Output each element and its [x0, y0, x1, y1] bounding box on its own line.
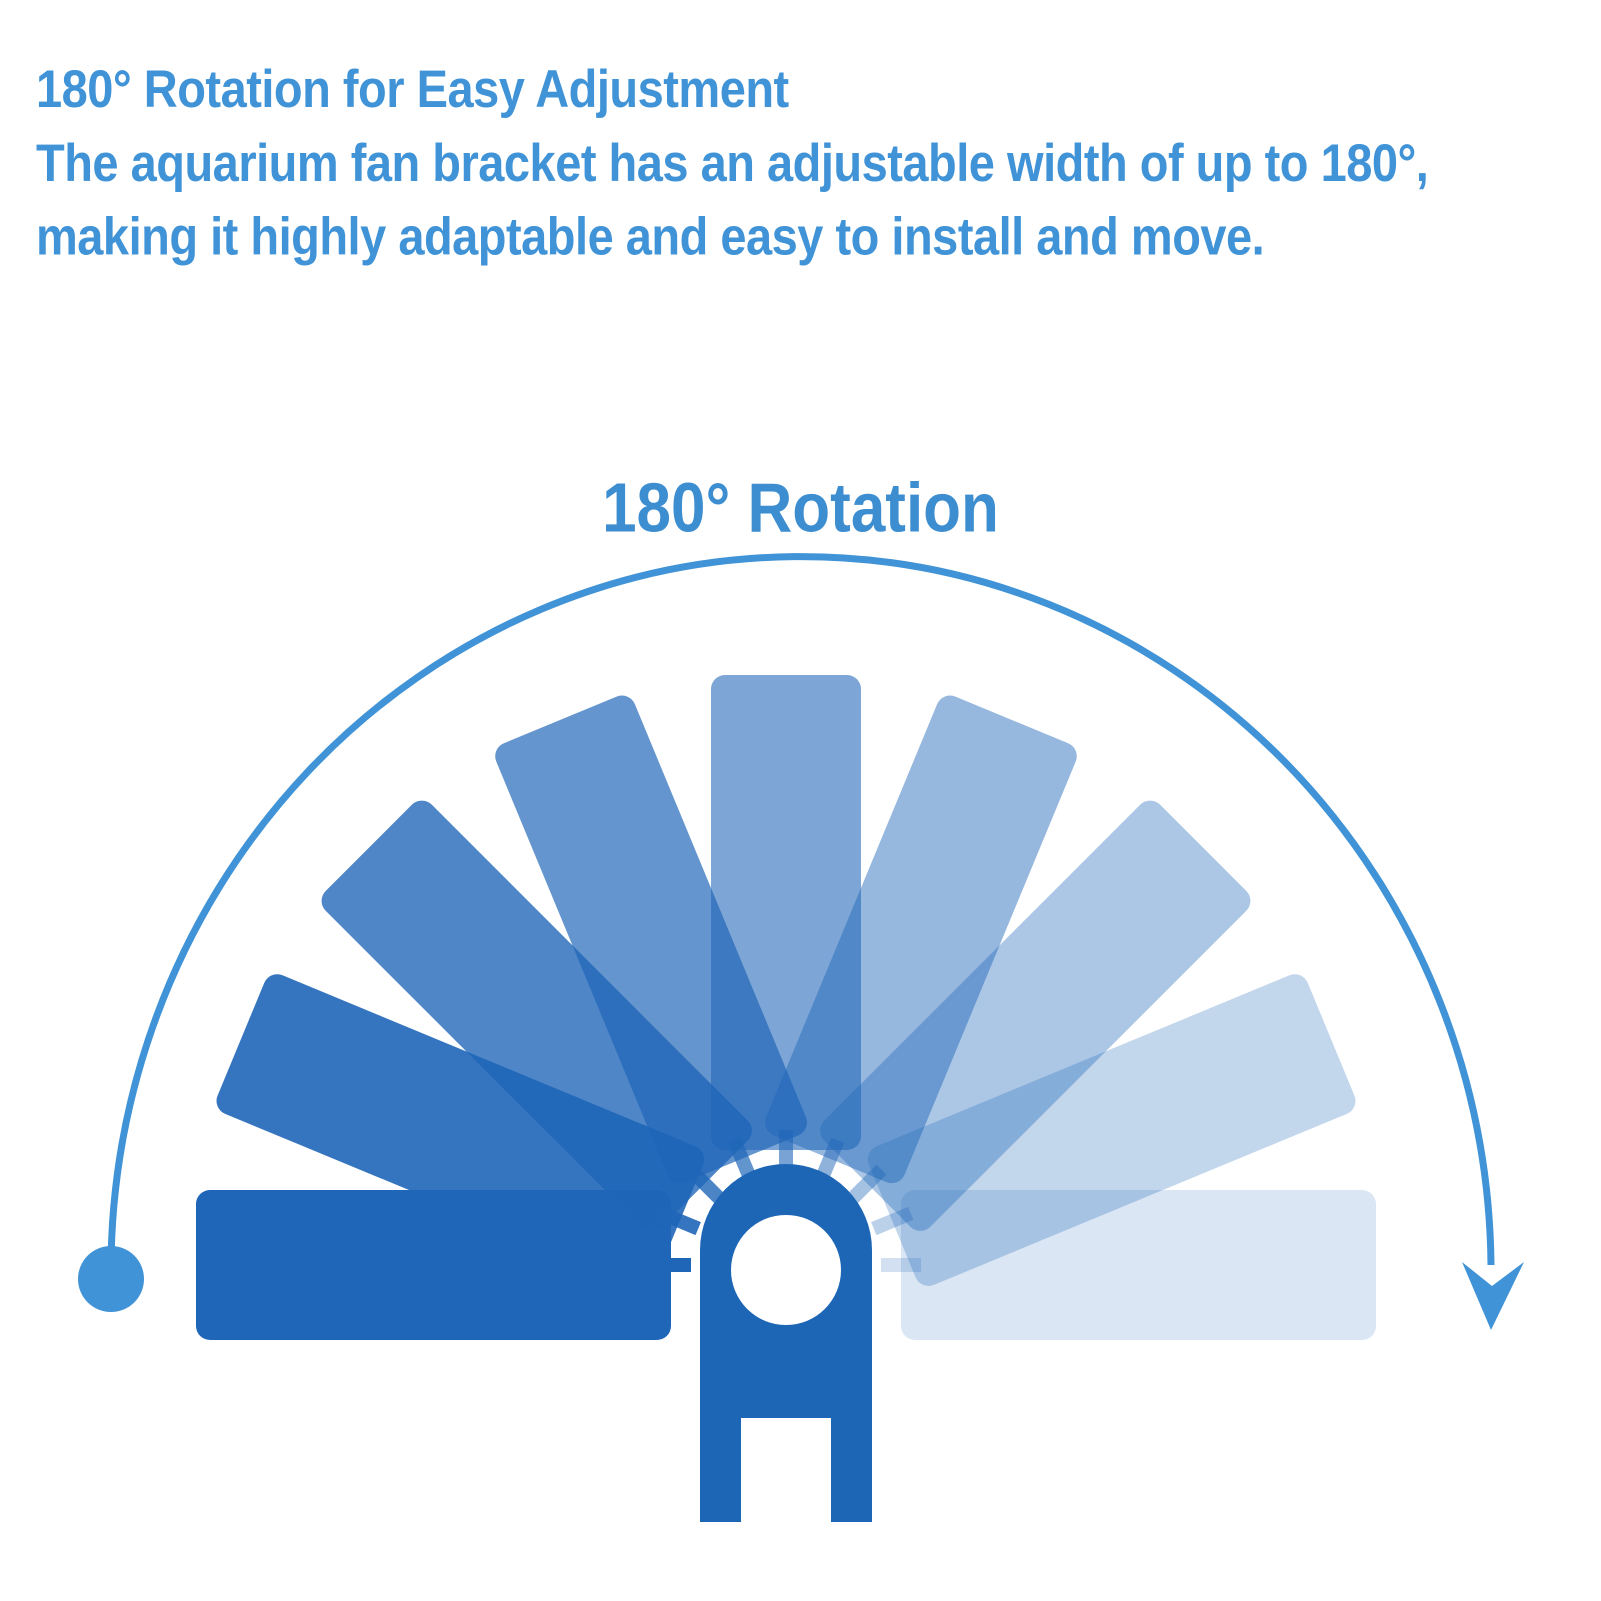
hub-spoke	[848, 1164, 887, 1203]
panel-position-5	[711, 675, 861, 1150]
rotation-label: 180° Rotation	[602, 470, 999, 548]
panel-position-2	[216, 974, 705, 1286]
hub-spoke	[658, 1206, 701, 1236]
panel-position-9	[901, 1190, 1376, 1340]
panel-position-6	[765, 695, 1077, 1184]
hub-spoke	[871, 1206, 914, 1236]
heading-title: 180° Rotation for Easy Adjustment	[36, 58, 789, 119]
rotating-panels	[196, 675, 1376, 1340]
panel-position-3	[321, 800, 752, 1231]
hub-spokes	[651, 1130, 921, 1272]
heading-block: 180° Rotation for Easy Adjustment The aq…	[36, 52, 1576, 274]
hub-spoke	[685, 1164, 724, 1203]
hub-spoke	[727, 1137, 757, 1180]
bracket-icon	[700, 1164, 872, 1522]
start-dot-icon	[78, 1246, 144, 1312]
panel-position-8	[867, 974, 1356, 1286]
heading-description-line-1: The aquarium fan bracket has an adjustab…	[36, 132, 1429, 192]
hub-spoke	[815, 1137, 845, 1180]
heading-description-line-2: making it highly adaptable and easy to i…	[36, 206, 1265, 266]
arrowhead-icon	[1462, 1262, 1524, 1330]
panel-position-7	[820, 800, 1251, 1231]
rotation-arc	[107, 553, 1495, 1280]
